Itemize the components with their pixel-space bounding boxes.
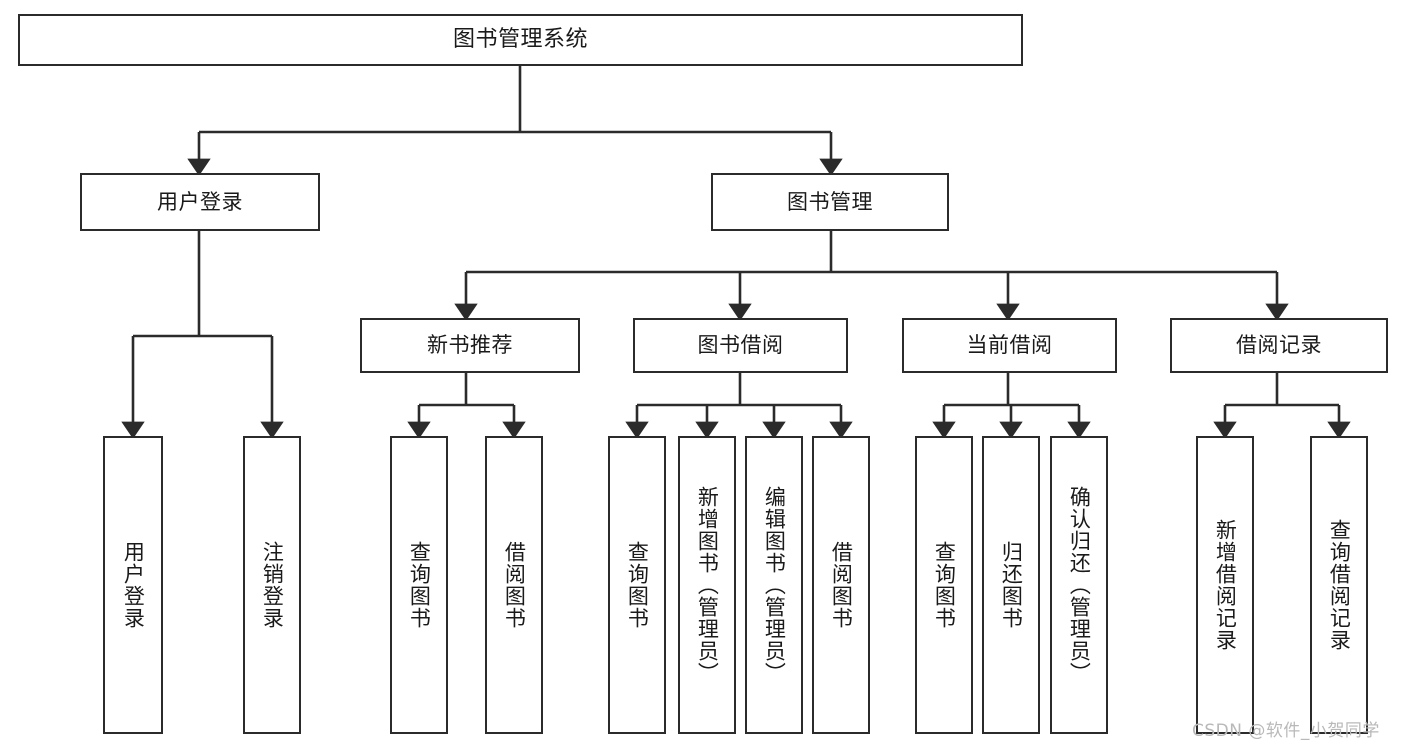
node-label: 图书管理系统 <box>452 27 588 53</box>
node-user-login[interactable]: 用户登录 <box>80 173 320 231</box>
node-root-system[interactable]: 图书管理系统 <box>18 14 1023 66</box>
node-label: 查询借阅记录 <box>1327 519 1352 651</box>
node-label: 用户登录 <box>157 189 243 214</box>
csdn-watermark: CSDN @软件_小贺同学 <box>1192 721 1380 741</box>
edges-user-login-to-leaves <box>121 231 284 439</box>
leaf-user-login[interactable]: 用户登录 <box>103 436 163 734</box>
node-label: 查询图书 <box>407 541 432 629</box>
leaf-edit-book-admin[interactable]: 编辑图书（管理员） <box>745 436 803 734</box>
node-label: 图书借阅 <box>697 333 784 358</box>
node-current-borrowing[interactable]: 当前借阅 <box>902 318 1117 373</box>
node-label: 编辑图书（管理员） <box>762 486 787 684</box>
node-label: 查询图书 <box>932 541 957 629</box>
leaf-borrow-book-nbr[interactable]: 借阅图书 <box>485 436 543 734</box>
node-label: 用户登录 <box>121 541 146 629</box>
leaf-query-book-nbr[interactable]: 查询图书 <box>390 436 448 734</box>
node-label: 确认归还（管理员） <box>1067 486 1092 684</box>
leaf-confirm-return-admin[interactable]: 确认归还（管理员） <box>1050 436 1108 734</box>
node-book-borrowing[interactable]: 图书借阅 <box>633 318 848 373</box>
edges-root-to-level1 <box>187 66 843 176</box>
node-label: 新书推荐 <box>427 333 513 358</box>
node-label: 图书管理 <box>787 189 873 214</box>
node-borrowing-record[interactable]: 借阅记录 <box>1170 318 1388 373</box>
leaf-borrow-book-bb[interactable]: 借阅图书 <box>812 436 870 734</box>
node-label: 新增借阅记录 <box>1213 519 1238 651</box>
node-label: 新增图书（管理员） <box>695 486 720 684</box>
leaf-add-borrow-record[interactable]: 新增借阅记录 <box>1196 436 1254 734</box>
node-label: 借阅图书 <box>502 541 527 629</box>
node-label: 借阅记录 <box>1236 333 1322 358</box>
edges-borrow-record-to-leaves <box>1213 373 1351 439</box>
edges-new-book-rec-to-leaves <box>407 373 526 439</box>
edges-book-manage-to-level2 <box>454 231 1289 321</box>
node-label: 查询图书 <box>625 541 650 629</box>
node-book-management[interactable]: 图书管理 <box>711 173 949 231</box>
leaf-query-book-cb[interactable]: 查询图书 <box>915 436 973 734</box>
leaf-logout[interactable]: 注销登录 <box>243 436 301 734</box>
leaf-query-book-bb[interactable]: 查询图书 <box>608 436 666 734</box>
leaf-query-borrow-record[interactable]: 查询借阅记录 <box>1310 436 1368 734</box>
edges-book-borrow-to-leaves <box>625 373 853 439</box>
node-new-book-recommendation[interactable]: 新书推荐 <box>360 318 580 373</box>
leaf-add-book-admin[interactable]: 新增图书（管理员） <box>678 436 736 734</box>
node-label: 注销登录 <box>260 541 285 629</box>
node-label: 借阅图书 <box>829 541 854 629</box>
leaf-return-book[interactable]: 归还图书 <box>982 436 1040 734</box>
node-label: 当前借阅 <box>966 333 1053 358</box>
node-label: 归还图书 <box>999 541 1024 629</box>
edges-current-borrow-to-leaves <box>932 373 1091 439</box>
